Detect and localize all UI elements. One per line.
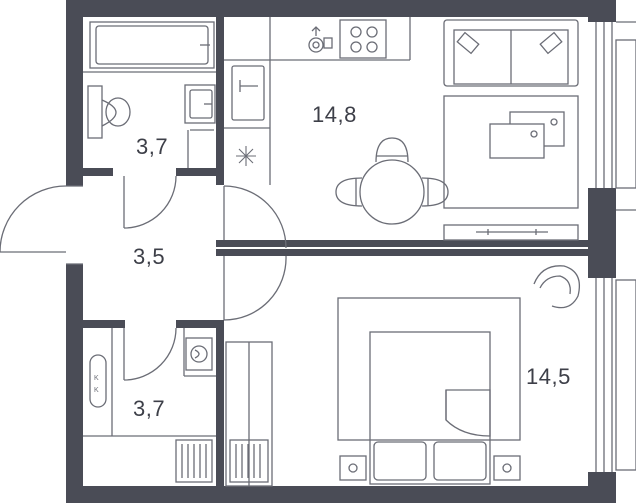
bedroom-rug: [337, 297, 521, 441]
toilet: [87, 85, 131, 139]
coffee-table: [489, 111, 565, 159]
bathroom-door: [123, 175, 177, 229]
tv-stand: [443, 224, 579, 241]
room-area-hallway: 3,5: [133, 244, 166, 269]
washroom-fixtures: K K: [83, 328, 216, 437]
room-area-living-kitchen: 14,8: [312, 102, 357, 127]
kitchen-sink: [231, 65, 265, 121]
radiator-washroom: [175, 439, 213, 483]
svg-text:K: K: [94, 387, 99, 394]
windows-right: [595, 21, 636, 472]
bathtub: [89, 21, 215, 69]
stove: [339, 19, 387, 59]
rug: [443, 95, 579, 209]
dishwasher-icon: [236, 146, 256, 166]
oven: [308, 26, 333, 53]
sofa: [443, 19, 579, 87]
entrance-door: [0, 185, 83, 265]
room-area-washroom: 3,7: [133, 396, 166, 421]
washroom-door: [123, 327, 177, 381]
dining-set: [335, 137, 449, 225]
armchair: [533, 265, 581, 309]
wardrobe: [225, 341, 273, 487]
exterior-walls: [66, 0, 616, 503]
bedroom-door: [223, 255, 287, 321]
room-area-bathroom: 3,7: [136, 134, 169, 159]
room-area-bedroom: 14,5: [526, 364, 571, 389]
svg-text:K: K: [94, 375, 99, 382]
living-room-door: [223, 185, 287, 249]
bed: [339, 331, 521, 485]
kitchen-counter: [224, 17, 411, 185]
bathroom-sink: [184, 84, 216, 124]
